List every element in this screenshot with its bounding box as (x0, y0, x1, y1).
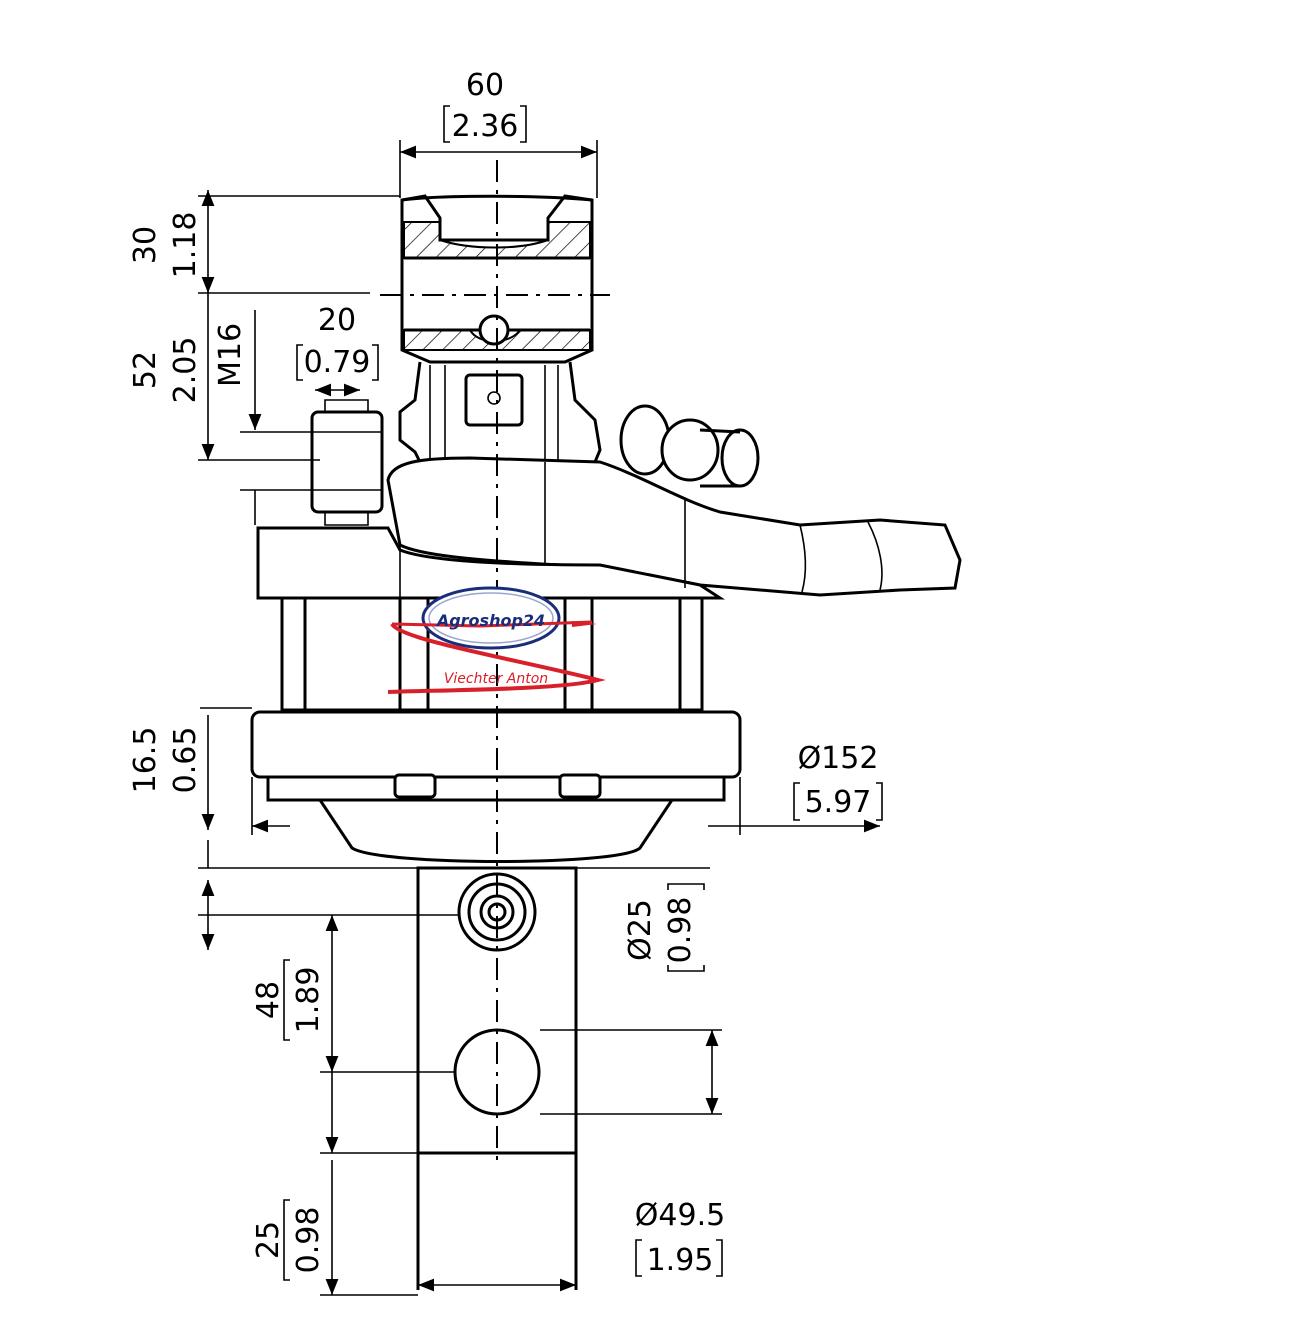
dim-flange-diameter-inch: 5.97 (805, 785, 872, 820)
top-clevis (400, 194, 594, 364)
dim-flange-height: 16.5 0.65 (128, 707, 460, 950)
dim-height-mid-mm: 52 (128, 351, 163, 389)
dim-flange-diameter: Ø152 5.97 (251, 741, 883, 835)
dim-shaft-bottom: 25 0.98 (251, 1160, 418, 1296)
dim-height-mid-inch: 2.05 (168, 337, 203, 404)
motor-housing (256, 456, 962, 600)
dim-thread-label: M16 (213, 323, 248, 387)
dim-shaft-bottom-mm: 25 (251, 1221, 286, 1259)
dim-hole-spacing: 48 1.89 (251, 915, 576, 1154)
dim-hole-diameter-inch: 0.98 (663, 897, 698, 964)
dim-port-offset: 20 0.79 (296, 303, 379, 397)
dim-port-offset-mm: 20 (318, 303, 356, 338)
dim-hole-diameter: Ø25 0.98 (540, 867, 722, 1115)
dim-port-offset-inch: 0.79 (304, 345, 371, 380)
dim-hole-spacing-inch: 1.89 (291, 967, 326, 1034)
dim-shaft-diameter-mm: Ø49.5 (635, 1198, 725, 1233)
flange (250, 710, 742, 863)
dim-shaft-diameter: Ø49.5 1.95 (418, 1198, 725, 1292)
dim-shaft-bottom-inch: 0.98 (291, 1207, 326, 1274)
neck (398, 361, 602, 463)
dim-width-top: 60 2.36 (399, 68, 598, 198)
watermark-name: Viechter Anton (444, 671, 548, 687)
dim-flange-height-mm: 16.5 (128, 727, 163, 794)
dim-flange-height-inch: 0.65 (168, 727, 203, 794)
watermark-brand: Agroshop24 (435, 611, 545, 630)
right-hose-fitting (619, 404, 760, 488)
dim-height-left: 30 1.18 52 2.05 M16 (128, 190, 400, 525)
dim-hole-diameter-mm: Ø25 (623, 899, 658, 961)
dim-width-top-inch: 2.36 (452, 109, 519, 144)
dim-width-top-mm: 60 (466, 68, 504, 103)
dim-height-top-inch: 1.18 (168, 212, 203, 279)
left-port-fitting (310, 399, 384, 526)
agroshop24-watermark-logo: Agroshop24 Viechter Anton (387, 586, 606, 694)
dim-height-top-mm: 30 (128, 226, 163, 264)
dim-shaft-diameter-inch: 1.95 (647, 1243, 714, 1278)
dim-flange-diameter-mm: Ø152 (798, 741, 879, 776)
dim-hole-spacing-mm: 48 (251, 981, 286, 1019)
